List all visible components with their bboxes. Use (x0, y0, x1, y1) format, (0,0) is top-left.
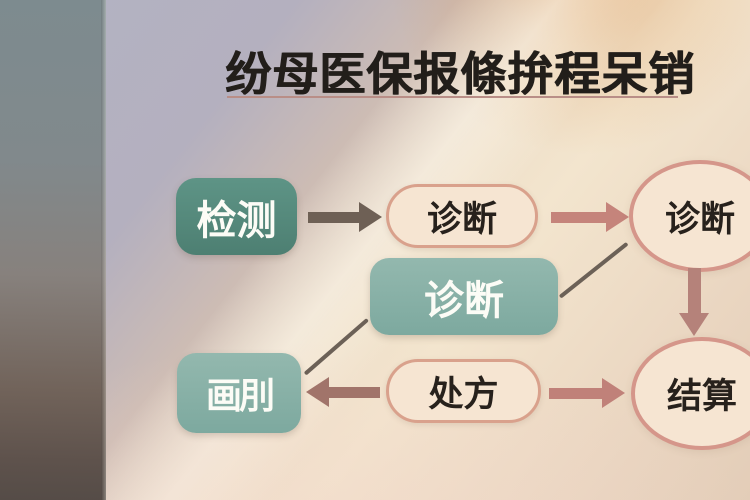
paper-edge-shadow (0, 0, 106, 500)
arrow-shaft (687, 268, 701, 313)
arrow-head (359, 202, 382, 232)
arrow-shaft (308, 211, 359, 223)
arrow-right-icon (308, 202, 382, 232)
arrow-down-icon (679, 268, 709, 336)
node-test: 检测 (176, 178, 297, 255)
arrow-right-icon (551, 202, 629, 232)
page-title: 纷母医保报條拚程呆销 (225, 48, 695, 100)
arrow-head (606, 202, 629, 232)
arrow-head (679, 313, 709, 336)
node-diagnosis-middle: 诊断 (370, 258, 558, 335)
node-settlement-ellipse: 结算 (631, 337, 750, 450)
node-diagnosis-box: 诊断 (386, 184, 538, 248)
arrow-head (306, 377, 329, 407)
arrow-shaft (329, 386, 380, 398)
arrow-shaft (549, 387, 602, 399)
node-pickup: 画刖 (177, 353, 301, 433)
arrow-left-icon (306, 377, 380, 407)
arrow-shaft (551, 211, 606, 223)
arrow-head (602, 378, 625, 408)
node-prescription: 处方 (386, 359, 541, 423)
arrow-right-icon (549, 378, 625, 408)
title-underline (227, 96, 678, 98)
node-diagnosis-ellipse: 诊断 (629, 160, 750, 272)
